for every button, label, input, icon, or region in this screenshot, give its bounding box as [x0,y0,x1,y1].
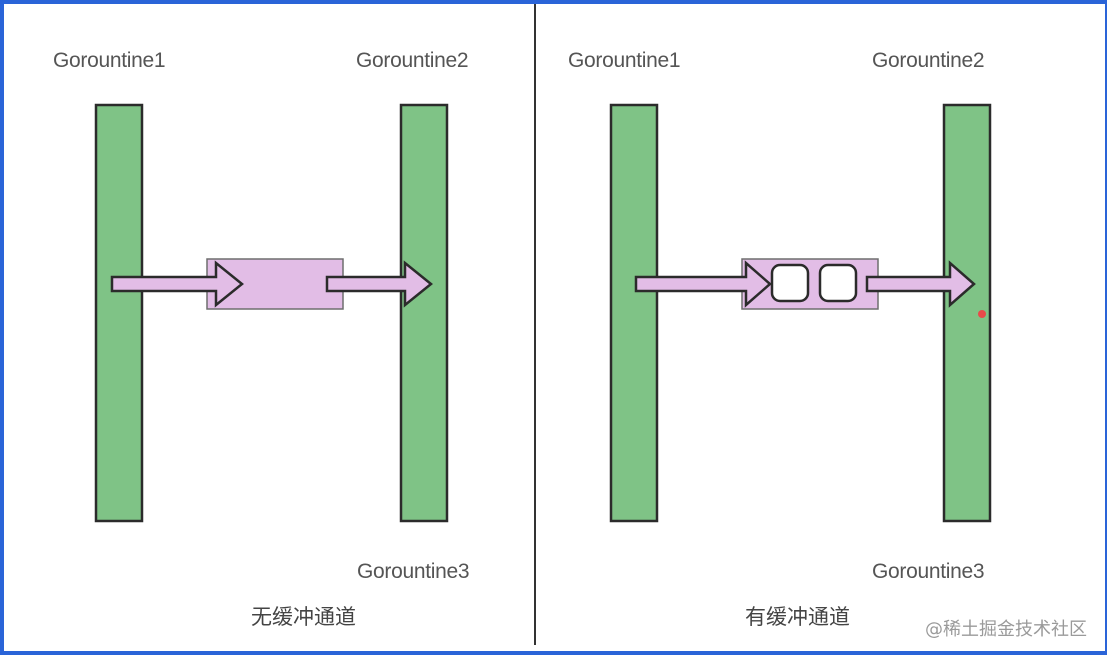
goroutine3-label: Gorountine3 [872,560,985,583]
buffer-slot [818,263,858,303]
goroutine2-bar [399,103,449,523]
panel-divider [534,4,536,645]
panel-caption: 无缓冲通道 [251,605,356,629]
send-arrow [110,260,244,308]
cursor-dot [978,310,986,318]
receive-arrow [865,260,976,308]
goroutine1-bar [609,103,659,523]
goroutine1-bar [94,103,144,523]
buffer-slot [770,263,810,303]
unbuffered-panel [94,103,449,523]
watermark: @稀土掘金技术社区 [925,619,1087,640]
goroutine1-label: Gorountine1 [53,49,166,72]
goroutine1-label: Gorountine1 [568,49,681,72]
receive-arrow [325,260,433,308]
panel-caption: 有缓冲通道 [745,605,850,629]
goroutine3-label: Gorountine3 [357,560,470,583]
send-arrow [634,260,772,308]
goroutine2-label: Gorountine2 [356,49,469,72]
goroutine2-label: Gorountine2 [872,49,985,72]
buffered-panel [609,103,992,523]
